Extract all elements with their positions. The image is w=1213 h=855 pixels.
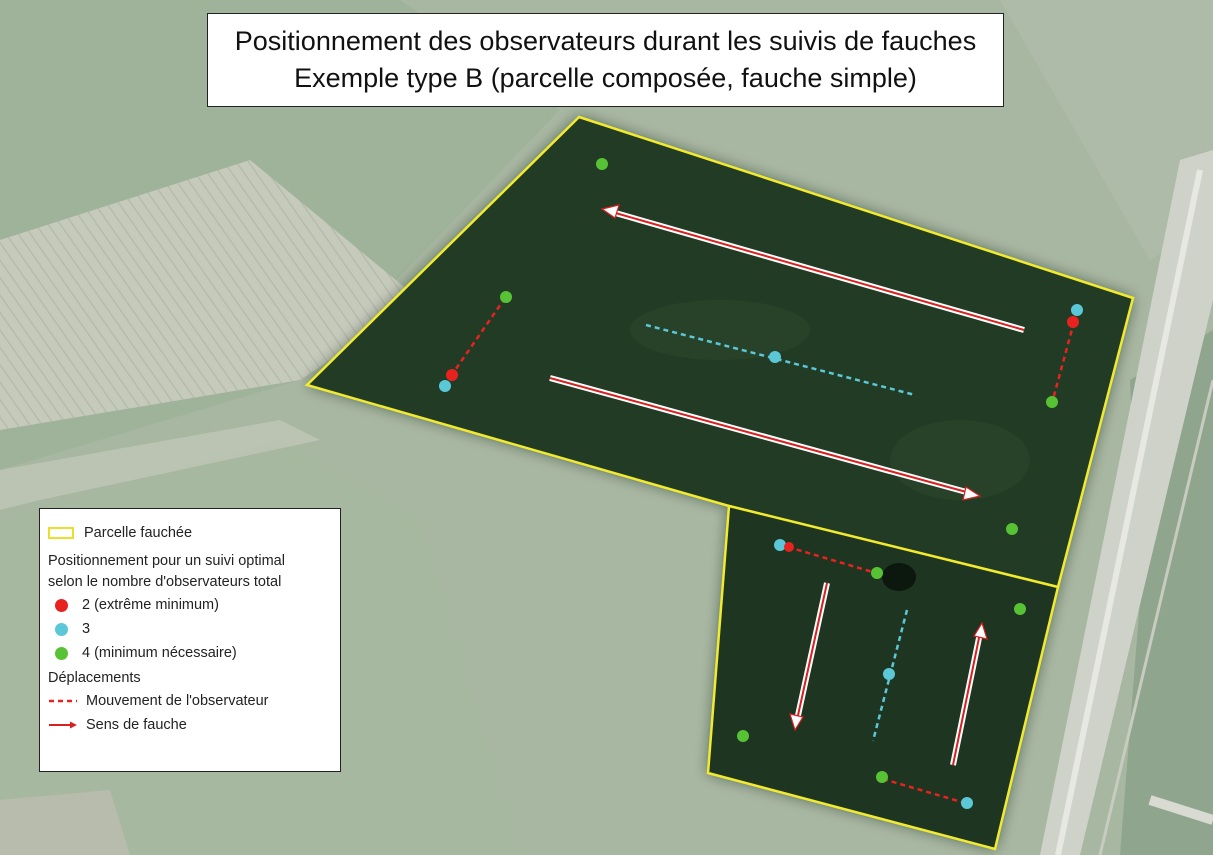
legend-item-mowing-direction: Sens de fauche [48, 713, 332, 737]
mowing-arrow [549, 375, 982, 501]
dashed-line-icon [49, 699, 77, 703]
legend-heading-positioning: Positionnement pour un suivi optimal [48, 553, 285, 569]
observer-point-cyan [883, 668, 895, 680]
parcel-swatch-icon [48, 527, 74, 539]
arrow-icon [49, 721, 77, 729]
mowing-arrow [950, 621, 988, 766]
legend-label-parcel: Parcelle fauchée [84, 525, 193, 541]
observer-point-red [1067, 316, 1079, 328]
map-title-box: Positionnement des observateurs durant l… [207, 13, 1004, 107]
legend-label-cyan: 3 [82, 621, 91, 637]
legend-label-observer-movement: Mouvement de l'observateur [86, 693, 269, 709]
observer-point-red [446, 369, 458, 381]
legend-item-red: 2 (extrême minimum) [48, 593, 332, 617]
movement-line [1050, 321, 1076, 404]
legend-label-mowing-direction: Sens de fauche [86, 717, 187, 733]
observer-point-green [1046, 396, 1058, 408]
legend-heading-positioning-2: selon le nombre d'observateurs total [48, 574, 282, 590]
red-dot-icon [55, 598, 68, 612]
legend-heading-movements: Déplacements [48, 670, 141, 686]
observer-point-cyan [769, 351, 781, 363]
movement-line [449, 297, 507, 377]
observer-points [439, 158, 1083, 809]
map-legend: Parcelle fauchée Positionnement pour un … [39, 508, 341, 772]
legend-item-green: 4 (minimum nécessaire) [48, 641, 332, 665]
parcel-south [706, 504, 1060, 851]
observer-point-cyan [774, 539, 786, 551]
observer-point-green [500, 291, 512, 303]
observer-point-red [784, 542, 794, 552]
observer-point-cyan [961, 797, 973, 809]
mowing-directions [549, 204, 1025, 766]
legend-label-red: 2 (extrême minimum) [82, 597, 219, 613]
observer-point-cyan [1071, 304, 1083, 316]
observer-point-cyan [439, 380, 451, 392]
legend-label-green: 4 (minimum nécessaire) [82, 645, 237, 661]
legend-item-observer-movement: Mouvement de l'observateur [48, 689, 332, 713]
movement-line [787, 545, 877, 575]
movement-line [645, 323, 916, 397]
observer-point-green [876, 771, 888, 783]
observer-point-green [596, 158, 608, 170]
mowing-arrow [600, 204, 1025, 333]
mowing-arrow [789, 582, 830, 732]
observer-point-green [1014, 603, 1026, 615]
legend-item-cyan: 3 [48, 617, 332, 641]
mowed-parcels [304, 115, 1135, 851]
cyan-dot-icon [55, 622, 68, 636]
green-dot-icon [55, 646, 68, 660]
observer-point-green [871, 567, 883, 579]
map-title-line-1: Positionnement des observateurs durant l… [234, 26, 977, 56]
observer-point-green [737, 730, 749, 742]
legend-item-parcel: Parcelle fauchée [48, 521, 332, 545]
observer-point-green [1006, 523, 1018, 535]
map-title-line-2: Exemple type B (parcelle composée, fauch… [294, 63, 917, 93]
